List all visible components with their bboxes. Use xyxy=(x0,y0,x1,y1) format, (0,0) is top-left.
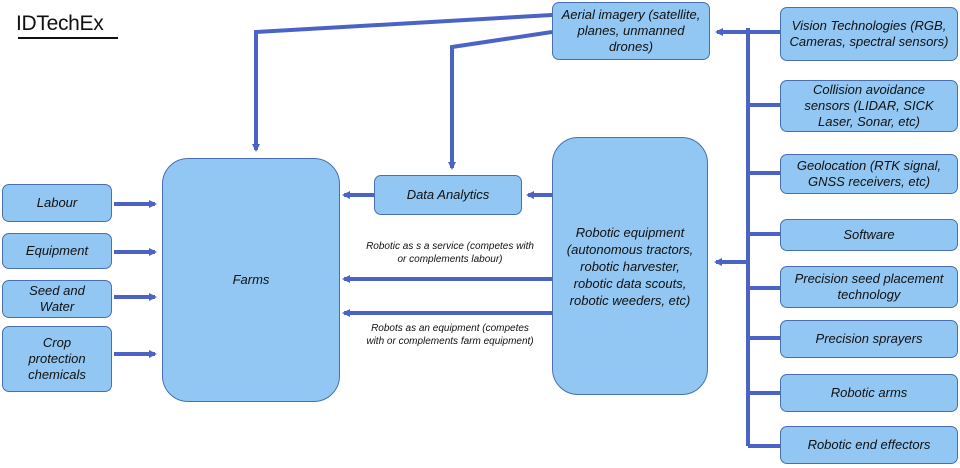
end-effectors-node: Robotic end effectors xyxy=(780,426,958,464)
software-node: Software xyxy=(780,219,958,251)
data-analytics-node: Data Analytics xyxy=(374,175,522,215)
geolocation-node: Geolocation (RTK signal, GNSS receivers,… xyxy=(780,154,958,194)
equipment-node: Equipment xyxy=(2,233,112,269)
robotic-arms-node: Robotic arms xyxy=(780,374,958,412)
collision-sensors-node: Collision avoidance sensors (LIDAR, SICK… xyxy=(780,80,958,132)
seed-water-node: Seed and Water xyxy=(2,280,112,318)
logo-underline xyxy=(18,37,118,39)
equipment-model-edge-label: Robots as an equipment (competes with or… xyxy=(366,323,534,347)
aerial-imagery-node: Aerial imagery (satellite, planes, unman… xyxy=(552,2,710,60)
idtechex-logo: IDTechEx xyxy=(16,12,104,35)
raas-edge-label: Robotic as s a service (competes with or… xyxy=(366,241,534,265)
arrow-aerial-to-analytics xyxy=(448,30,553,170)
robotic-equipment-node: Robotic equipment (autonomous tractors, … xyxy=(552,137,708,395)
precision-sprayers-node: Precision sprayers xyxy=(780,320,958,358)
arrow-aerial-to-farms xyxy=(252,13,553,152)
vision-technologies-node: Vision Technologies (RGB, Cameras, spect… xyxy=(780,7,958,61)
crop-protection-node: Crop protection chemicals xyxy=(2,326,112,392)
labour-node: Labour xyxy=(2,184,112,222)
farms-node: Farms xyxy=(162,158,340,402)
seed-placement-node: Precision seed placement technology xyxy=(780,266,958,308)
